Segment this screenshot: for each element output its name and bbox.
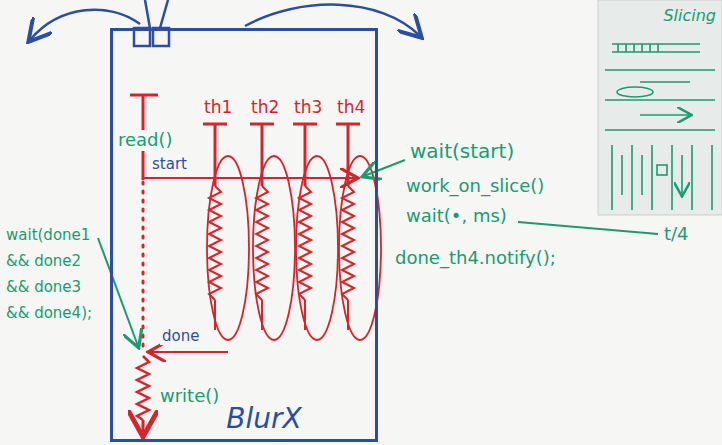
code-note: wait(•, ms) bbox=[404, 206, 509, 227]
pointer-arrow bbox=[364, 160, 405, 176]
work-zigzag bbox=[256, 186, 268, 300]
sketch-columns bbox=[612, 145, 712, 210]
thread-end bbox=[214, 300, 216, 330]
work-zigzag bbox=[137, 356, 149, 420]
function-call: write() bbox=[158, 386, 221, 407]
sketch-lines bbox=[612, 44, 700, 52]
input-lines bbox=[145, 0, 168, 28]
thread-start bbox=[293, 124, 317, 186]
signal-name: start bbox=[150, 156, 189, 173]
start-signal bbox=[143, 177, 356, 179]
outgoing-arc bbox=[30, 10, 140, 40]
function-call: read() bbox=[116, 130, 175, 151]
sketch-ticks bbox=[618, 44, 658, 52]
box-title: BlurX bbox=[226, 402, 301, 435]
sketch-square bbox=[657, 165, 667, 175]
thread-end bbox=[304, 300, 306, 330]
thread-name: th4 bbox=[335, 98, 367, 118]
code-note: t/4 bbox=[662, 224, 691, 245]
thread-loop bbox=[296, 156, 338, 340]
thread-loop bbox=[207, 156, 249, 340]
inset-photo bbox=[598, 0, 722, 215]
main-thread-waiting bbox=[142, 182, 145, 352]
thread-name: th1 bbox=[202, 98, 234, 118]
code-note: done_th4.notify(); bbox=[393, 248, 558, 269]
sketch-oval bbox=[617, 87, 653, 97]
code-note: work_on_slice() bbox=[404, 176, 546, 197]
thread-start bbox=[250, 124, 274, 186]
done-signal bbox=[150, 351, 228, 353]
program-box: BlurX bbox=[110, 28, 378, 442]
inset-title: Slicing bbox=[663, 6, 716, 25]
signal-name: done bbox=[160, 328, 201, 345]
thread-name: th3 bbox=[292, 98, 324, 118]
main-thread-end bbox=[142, 420, 145, 434]
leader-line bbox=[518, 222, 658, 234]
thread-loop bbox=[253, 156, 295, 340]
sketch-arrows bbox=[622, 155, 682, 195]
pointer-arrow bbox=[98, 238, 138, 346]
sketch-lines bbox=[605, 70, 715, 130]
work-zigzag bbox=[209, 186, 221, 300]
inset-sketch bbox=[605, 44, 715, 210]
thread-end bbox=[261, 300, 263, 330]
thread-start bbox=[203, 124, 227, 186]
thread-end bbox=[347, 300, 349, 330]
code-note: wait(done1 && done2 && done3 && done4); bbox=[4, 222, 104, 326]
work-zigzag bbox=[299, 186, 311, 300]
sketch-arrows bbox=[640, 82, 690, 115]
thread-name: th2 bbox=[249, 98, 281, 118]
outgoing-arc bbox=[245, 5, 420, 36]
thread-start bbox=[336, 124, 360, 186]
thread-loop bbox=[339, 156, 381, 340]
inset-photo-box: Slicing bbox=[598, 0, 722, 215]
work-zigzag bbox=[342, 186, 354, 300]
code-note: wait(start) bbox=[408, 140, 516, 163]
